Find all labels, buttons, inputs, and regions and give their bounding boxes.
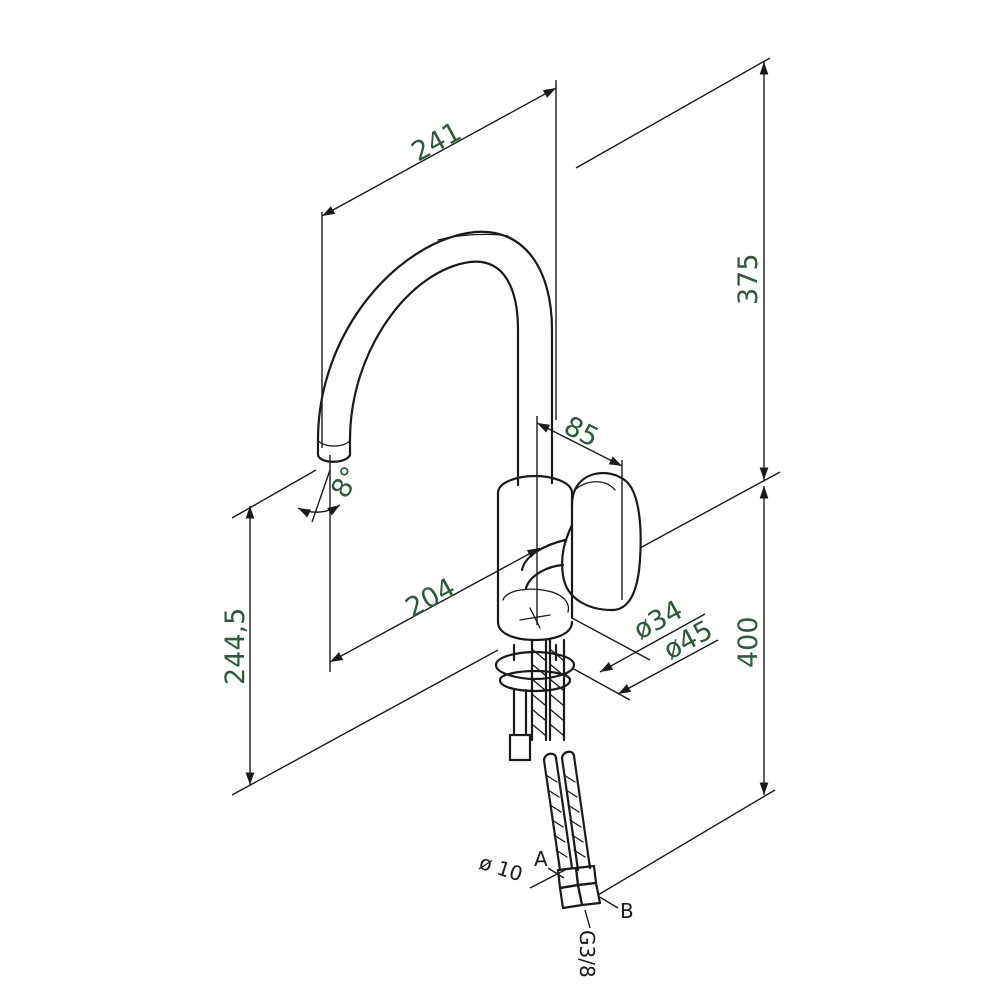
hose-diameter-label: ø 10 — [476, 850, 525, 886]
faucet-body — [316, 230, 642, 910]
thread-size-label: G3/8 — [575, 930, 599, 978]
base-to-spout-label: 204 — [401, 572, 461, 624]
hose-length-label: 400 — [733, 616, 764, 668]
outlet-height-label: 244,5 — [220, 608, 251, 685]
lever-offset-label: 85 — [559, 411, 604, 454]
connection-a-label: A — [534, 847, 548, 871]
dimension-labels: 241 375 85 8° 204 244,5 ø34 ø45 400 ø 10… — [220, 116, 764, 977]
spout-angle-label: 8° — [325, 461, 367, 503]
total-height-label: 375 — [733, 253, 764, 305]
dimension-lines — [231, 57, 781, 929]
spout-reach-label: 241 — [407, 116, 467, 168]
connection-b-label: B — [620, 899, 634, 923]
